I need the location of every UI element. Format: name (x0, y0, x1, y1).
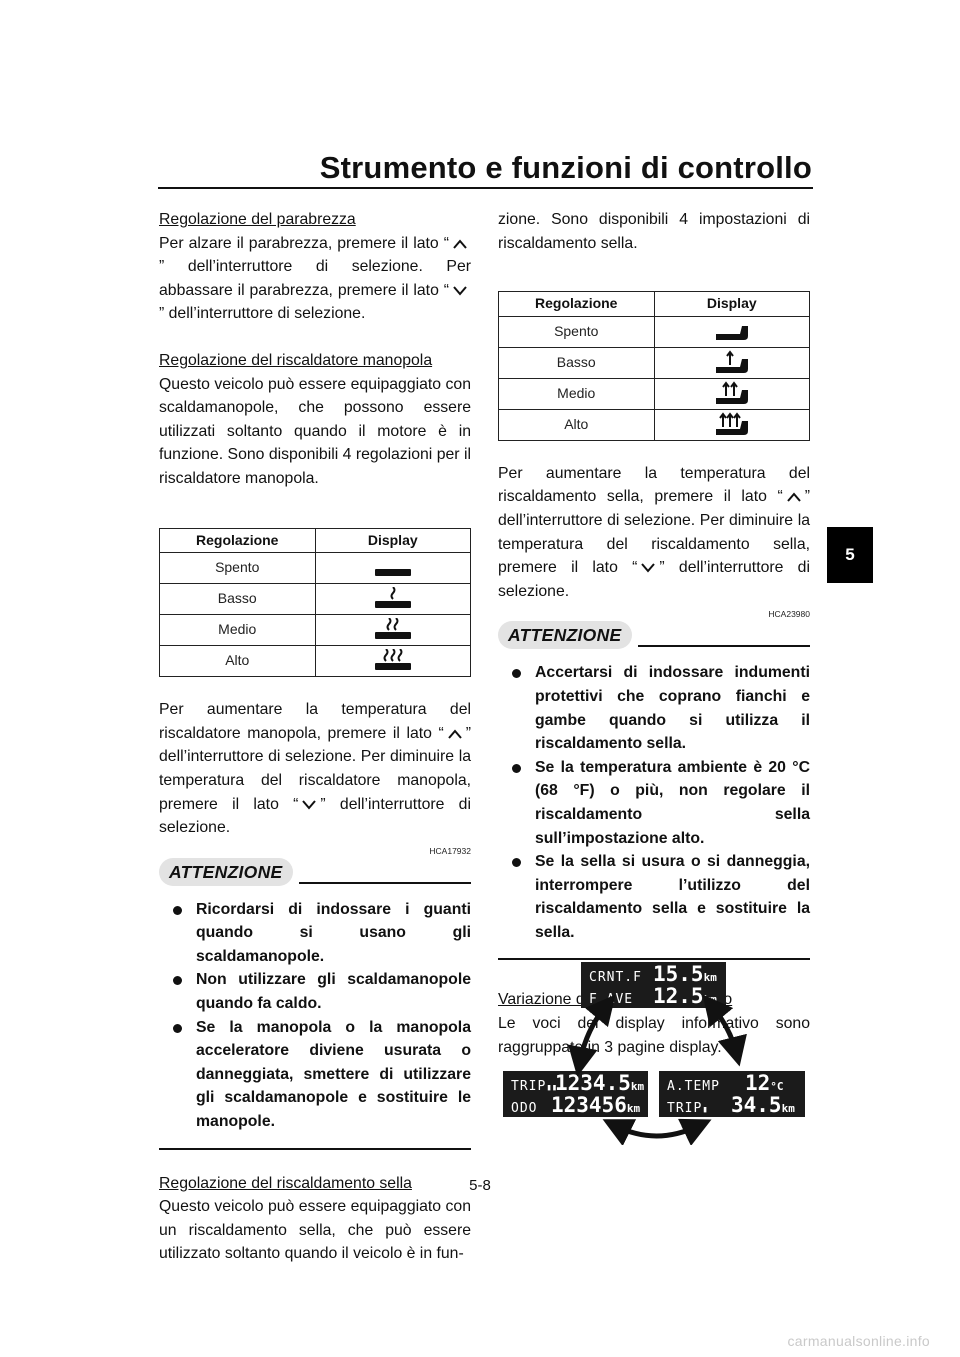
display-value: 12.5 (653, 984, 704, 1008)
page-title: Strumento e funzioni di controllo (319, 150, 812, 185)
seat-adjust-text: Per aumentare la temperatura del riscald… (498, 464, 810, 600)
list-item: Se la manopola o la manopola accelerator… (159, 1016, 471, 1134)
trip2-marker: ▮ (702, 1105, 708, 1115)
table-cell: Basso (159, 583, 316, 616)
attention-end-rule (159, 1147, 471, 1150)
display-label: CRNT.F (589, 970, 642, 985)
display-page-trip: TRIP▮▮ 1234.5km ODO 123456km (503, 1071, 648, 1117)
grip-adjust-text: Per aumentare la temperatura del riscald… (159, 701, 471, 837)
display-unit: °C (770, 1080, 784, 1093)
table-cell: Spento (498, 315, 655, 348)
chevron-down-icon (302, 799, 317, 810)
attention-badge: ATTENZIONE (498, 621, 632, 650)
chevron-up-icon (453, 239, 467, 249)
table-cell: Alto (159, 645, 316, 678)
seat-heater-medium-icon (715, 381, 748, 404)
left-column: Regolazione del parabrezza Per alzare il… (159, 208, 471, 1266)
list-item: Accertarsi di indossare indumenti protet… (498, 661, 810, 755)
table-header-setting: Regolazione (159, 527, 316, 554)
table-row: Basso (498, 346, 810, 379)
grip-text: Questo veicolo può essere equipaggiato c… (159, 375, 471, 487)
grip-heater-low-icon (374, 587, 411, 609)
reference-code: HCA23980 (768, 609, 810, 620)
attention-header: ATTENZIONE (498, 621, 810, 655)
display-cycle-arrows-icon (568, 994, 747, 1145)
attention-list: Accertarsi di indossare indumenti protet… (498, 661, 810, 944)
trip1-marker: ▮▮ (546, 1083, 558, 1093)
page-number: 5-8 (469, 1177, 491, 1194)
display-label: TRIP (511, 1079, 547, 1094)
table-row: Spento (159, 552, 471, 585)
list-item: Non utilizzare gli scaldamanopole quando… (159, 968, 471, 1015)
table-row: Alto (159, 645, 471, 678)
title-rule (158, 187, 813, 189)
windshield-heading: Regolazione del parabrezza (159, 211, 356, 228)
seat-heater-off-icon (715, 325, 748, 340)
reference-code: HCA17932 (429, 845, 471, 856)
table-header-display: Display (653, 291, 810, 317)
table-row: Medio (159, 614, 471, 647)
grip-heater-high-icon (374, 649, 411, 671)
watermark: carmanualsonline.info (787, 1333, 930, 1349)
table-row: Medio (498, 377, 810, 410)
seat-text-continued: zione. Sono disponibili 4 impostazioni d… (498, 211, 810, 252)
attention-list: Ricordarsi di indossare i guanti quando … (159, 898, 471, 1134)
display-value: 15.5 (653, 962, 704, 986)
list-item: Se la sella si usura o si danneggia, int… (498, 850, 810, 944)
table-row: Basso (159, 583, 471, 616)
grip-heater-off-icon (374, 569, 411, 577)
list-item: Ricordarsi di indossare i guanti quando … (159, 898, 471, 969)
display-unit: km (781, 1102, 795, 1115)
windshield-text: Per alzare il parabrezza, premere il lat… (159, 234, 471, 323)
display-value: 123456 (551, 1093, 627, 1117)
display-value: 12 (745, 1071, 771, 1095)
attention-badge: ATTENZIONE (159, 857, 293, 886)
seat-text: Questo veicolo può essere equipaggiato c… (159, 1198, 471, 1263)
list-item: Se la temperatura ambiente è 20 °C (68 °… (498, 756, 810, 850)
chapter-tab: 5 (827, 527, 873, 583)
grip-heading: Regolazione del riscaldatore manopola (159, 351, 433, 369)
table-cell: Medio (159, 614, 316, 647)
seat-heater-high-icon (715, 412, 748, 435)
display-label: ODO (511, 1101, 538, 1116)
display-label: TRIP (667, 1101, 703, 1116)
display-value: 34.5 (731, 1093, 782, 1117)
table-row: Spento (498, 315, 810, 348)
right-column: zione. Sono disponibili 4 impostazioni d… (498, 208, 810, 1059)
seat-heater-low-icon (715, 350, 748, 373)
display-label: A.TEMP (667, 1079, 720, 1094)
attention-header: ATTENZIONE (159, 857, 471, 892)
grip-heater-medium-icon (374, 618, 411, 640)
table-cell: Spento (159, 552, 316, 585)
table-cell: Basso (498, 346, 655, 379)
table-cell: Alto (498, 408, 655, 441)
attention-end-rule (498, 958, 810, 961)
chevron-down-icon (453, 286, 467, 296)
display-unit: km (703, 971, 717, 984)
chevron-down-icon (641, 563, 656, 573)
table-cell: Medio (498, 377, 655, 410)
display-unit: km (626, 1102, 641, 1115)
chevron-up-icon (447, 729, 462, 739)
table-row: Alto (498, 408, 810, 441)
display-unit: km (630, 1080, 645, 1093)
seat-heading: Regolazione del riscaldamento sella (159, 1174, 412, 1192)
table-header-display: Display (314, 527, 471, 554)
display-page-temp: A.TEMP 12°C TRIP▮ 34.5km (659, 1071, 805, 1117)
chevron-up-icon (786, 492, 801, 503)
table-header-setting: Regolazione (498, 291, 655, 317)
